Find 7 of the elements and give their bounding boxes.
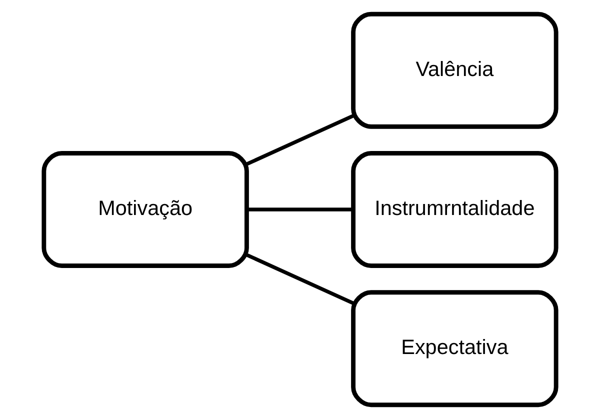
node-box: Motivação [42,151,249,268]
node-box: Instrumrntalidade [351,151,558,268]
node-box: Expectativa [351,290,558,408]
connector [246,253,354,305]
connector [246,114,354,166]
connector [247,208,354,212]
node-box: Valência [351,12,558,129]
